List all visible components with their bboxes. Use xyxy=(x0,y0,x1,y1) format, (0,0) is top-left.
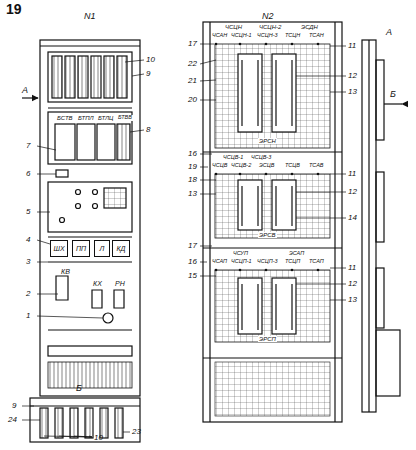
bus-name: ЧСЦН-2 xyxy=(258,24,282,30)
callout-number: 11 xyxy=(348,170,356,178)
bus-name: ЭСЦВ xyxy=(258,163,275,169)
callout-number: 2 xyxy=(26,290,30,298)
bus-name: ТСЦВ xyxy=(284,163,301,169)
callout-number: 20 xyxy=(188,96,197,104)
bus-name: ЧСЦВ-2 xyxy=(230,163,252,169)
callout-number: 3 xyxy=(26,258,30,266)
callout-number: 7 xyxy=(26,142,30,150)
callout-number: 4 xyxy=(26,236,30,244)
unit-name: БСТВ xyxy=(56,115,74,121)
rack-title: N1 xyxy=(84,12,96,21)
bus-name: ЧСЦВ-3 xyxy=(250,155,272,161)
bus-name: ЧСЦП-1 xyxy=(230,259,253,265)
callout-number: 9 xyxy=(146,70,150,78)
bus-name: ТСАН xyxy=(308,33,325,39)
terminal-box: ПП xyxy=(72,240,90,257)
bus-name: ЧСУП xyxy=(232,251,249,257)
callout-number: 12 xyxy=(348,188,357,196)
bus-name: ЧСЦП-3 xyxy=(256,259,279,265)
bus-name: ЧСЦН xyxy=(224,24,243,30)
terminal-box: Л xyxy=(94,240,110,257)
rack-title: N2 xyxy=(262,12,274,21)
callout-number: 6 xyxy=(26,170,30,178)
callout-number: 14 xyxy=(348,214,357,222)
bus-name: ЧСАП xyxy=(211,259,228,265)
callout-number: 23 xyxy=(132,428,141,436)
callout-number: 16 xyxy=(188,258,197,266)
bus-name: ЧСЦВ-1 xyxy=(222,155,244,161)
box-label: ШХ xyxy=(53,245,64,252)
panel-name: ЭРСН xyxy=(258,138,277,144)
view-letter: А xyxy=(386,28,392,37)
callout-number: 17 xyxy=(188,40,197,48)
view-letter: А xyxy=(22,86,28,95)
callout-number: 13 xyxy=(188,190,197,198)
device-name: КВ xyxy=(60,268,71,275)
callout-number: 18 xyxy=(188,176,197,184)
bus-name: ЧСЦН-1 xyxy=(230,33,253,39)
callout-number: 11 xyxy=(348,42,356,50)
callout-number: 8 xyxy=(146,126,150,134)
bus-name: ТСАВ xyxy=(308,163,325,169)
panel-name: ЭРСВ xyxy=(258,232,277,238)
terminal-box: ШХ xyxy=(50,240,68,257)
terminal-box: КД xyxy=(112,240,130,257)
bus-name: ЧСЦВ xyxy=(211,163,228,169)
callout-number: 1 xyxy=(26,312,30,320)
callout-number: 12 xyxy=(348,280,357,288)
callout-number: 13 xyxy=(348,88,357,96)
bus-name: ЧСЦН-3 xyxy=(256,33,279,39)
bus-name: ЧСАН xyxy=(211,33,228,39)
callout-number: 12 xyxy=(348,72,357,80)
view-letter: Б xyxy=(390,90,396,99)
rack-frame xyxy=(40,40,140,396)
box-label: Л xyxy=(100,245,105,252)
bus-name: ЭСДН xyxy=(300,24,319,30)
unit-name: БТВВ xyxy=(117,115,133,121)
bus-name: ТСАП xyxy=(308,259,325,265)
callout-number: 15 xyxy=(188,272,197,280)
bus-name: ТСЦП xyxy=(284,259,301,265)
bus-name: ЭСАП xyxy=(288,251,305,257)
callout-number: 16 xyxy=(188,150,197,158)
callout-number: 24 xyxy=(8,416,17,424)
callout-number: 17 xyxy=(188,242,197,250)
bus-name: ТСЦН xyxy=(284,33,301,39)
unit-name: БТЛЦ xyxy=(97,115,114,121)
callout-number: 13 xyxy=(348,296,357,304)
view-letter: Б xyxy=(76,384,82,393)
callout-number: 10 xyxy=(94,434,103,442)
panel-name: ЭРСП xyxy=(258,336,277,342)
figure-number: 19 xyxy=(6,2,22,16)
callout-number: 9 xyxy=(12,402,16,410)
callout-number: 10 xyxy=(146,56,155,64)
callout-number: 19 xyxy=(188,163,197,171)
callout-number: 21 xyxy=(188,77,197,85)
box-label: ПП xyxy=(76,245,86,252)
device-name: КХ xyxy=(92,280,103,287)
rack-frame xyxy=(203,22,342,422)
callout-number: 22 xyxy=(188,60,197,68)
device-name: РН xyxy=(114,280,126,287)
callout-number: 11 xyxy=(348,264,356,272)
box-label: КД xyxy=(116,245,125,252)
callout-number: 5 xyxy=(26,208,30,216)
unit-name: БТПЛ xyxy=(77,115,95,121)
